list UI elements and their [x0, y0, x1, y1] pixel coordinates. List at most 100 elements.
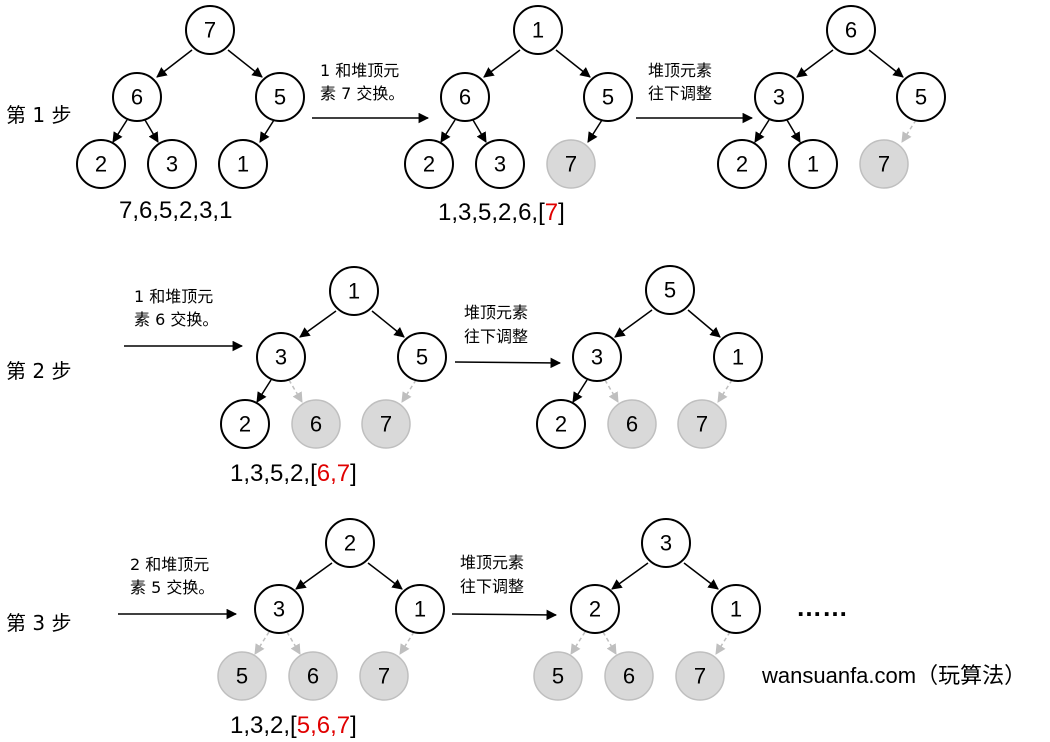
node-value: 2 — [239, 412, 251, 437]
sorted-node — [859, 139, 909, 189]
tree-node — [220, 399, 270, 449]
tree-node — [717, 139, 767, 189]
tree-node — [572, 332, 622, 382]
sorted-node — [604, 651, 654, 701]
step-1-adjust-text-line2: 往下调整 — [648, 84, 712, 103]
step-3-label: 第 3 步 — [6, 611, 71, 635]
node-value: 7 — [204, 18, 216, 43]
sorted-node — [288, 651, 338, 701]
node-value: 6 — [310, 412, 322, 437]
step-2-swap-text-line2: 素 6 交换。 — [134, 310, 218, 329]
step-3-swap-text-line1: 2 和堆顶元 — [130, 555, 209, 574]
step-3-swap-text-line2: 素 5 交换。 — [130, 578, 214, 597]
node-value: 5 — [236, 664, 248, 689]
tree-node — [185, 5, 235, 55]
step-2-swap-text-line1: 1 和堆顶元 — [134, 287, 213, 306]
sorted-node — [607, 399, 657, 449]
node-value: 5 — [664, 278, 676, 303]
node-value: 3 — [660, 531, 672, 556]
step-2-adjust-text-line1: 堆顶元素 — [464, 303, 528, 322]
node-value: 5 — [602, 85, 614, 110]
node-value: 7 — [380, 412, 392, 437]
node-value: 7 — [878, 152, 890, 177]
step-3-adjust-text-line1: 堆顶元素 — [460, 553, 524, 572]
tree-node — [570, 584, 620, 634]
step-1-tree-c: 6 3 5 2 1 7 — [717, 5, 946, 189]
node-value: 6 — [623, 664, 635, 689]
tree-node — [256, 332, 306, 382]
step-2-tree-a: 1 3 5 2 6 7 — [220, 266, 447, 449]
tree-node — [513, 5, 563, 55]
node-value: 1 — [532, 18, 544, 43]
node-value: 3 — [773, 85, 785, 110]
node-value: 7 — [696, 412, 708, 437]
tree-node — [254, 584, 304, 634]
node-value: 7 — [378, 664, 390, 689]
node-value: 1 — [414, 597, 426, 622]
node-value: 2 — [423, 152, 435, 177]
node-value: 2 — [344, 531, 356, 556]
tree-node — [475, 139, 525, 189]
node-value: 6 — [845, 18, 857, 43]
step-1-sequence: 1,3,5,2,6,[7] — [438, 199, 565, 226]
tree-node — [255, 72, 305, 122]
step-2-adjust-text-line2: 往下调整 — [464, 327, 528, 346]
node-value: 7 — [565, 152, 577, 177]
tree-node — [536, 399, 586, 449]
tree-node — [76, 139, 126, 189]
tree-node — [329, 266, 379, 316]
sorted-node — [533, 651, 583, 701]
step-1-adjust-text-line1: 堆顶元素 — [648, 61, 712, 80]
sorted-node — [677, 399, 727, 449]
node-value: 3 — [591, 345, 603, 370]
ellipsis: …… — [796, 592, 848, 622]
node-value: 2 — [589, 597, 601, 622]
tree-node — [711, 584, 761, 634]
node-value: 1 — [730, 597, 742, 622]
node-value: 5 — [552, 664, 564, 689]
node-value: 3 — [494, 152, 506, 177]
node-value: 3 — [275, 345, 287, 370]
node-value: 1 — [732, 345, 744, 370]
tree-node — [395, 584, 445, 634]
node-value: 1 — [807, 152, 819, 177]
tree-node — [645, 265, 695, 315]
node-value: 5 — [416, 345, 428, 370]
node-value: 1 — [348, 279, 360, 304]
node-value: 2 — [95, 152, 107, 177]
step-1-tree-b: 1 6 5 2 3 7 — [404, 5, 633, 189]
tree-node — [896, 72, 946, 122]
tree-node — [788, 139, 838, 189]
step-3-sequence: 1,3,2,[5,6,7] — [230, 712, 357, 739]
tree-node — [583, 72, 633, 122]
node-value: 6 — [307, 664, 319, 689]
step-1-sequence-initial: 7,6,5,2,3,1 — [119, 197, 232, 224]
step-1-swap-text-line2: 素 7 交换。 — [320, 84, 404, 103]
tree-node — [440, 72, 490, 122]
tree-node — [112, 72, 162, 122]
step-2-sequence: 1,3,5,2,[6,7] — [230, 460, 357, 487]
node-value: 6 — [459, 85, 471, 110]
node-value: 2 — [555, 412, 567, 437]
tree-node — [147, 139, 197, 189]
sorted-node — [361, 399, 411, 449]
node-value: 3 — [273, 597, 285, 622]
tree-node — [826, 5, 876, 55]
node-value: 5 — [274, 85, 286, 110]
step-2-tree-b: 5 3 1 2 6 7 — [536, 265, 763, 449]
step-1-swap-text-line1: 1 和堆顶元 — [320, 61, 399, 80]
step-3-tree-a: 2 3 1 5 6 7 — [217, 518, 445, 701]
step-3-adjust-text-line2: 往下调整 — [460, 577, 524, 596]
node-value: 2 — [736, 152, 748, 177]
step-1-label: 第 1 步 — [6, 103, 71, 127]
step-3-adjust-arrow — [451, 609, 558, 621]
sorted-node — [546, 139, 596, 189]
tree-node — [713, 332, 763, 382]
step-2-label: 第 2 步 — [6, 359, 71, 383]
sorted-node — [217, 651, 267, 701]
step-1-tree-a: 7 6 5 2 3 1 — [76, 5, 305, 189]
tree-node — [397, 332, 447, 382]
node-value: 5 — [915, 85, 927, 110]
tree-node — [641, 518, 691, 568]
